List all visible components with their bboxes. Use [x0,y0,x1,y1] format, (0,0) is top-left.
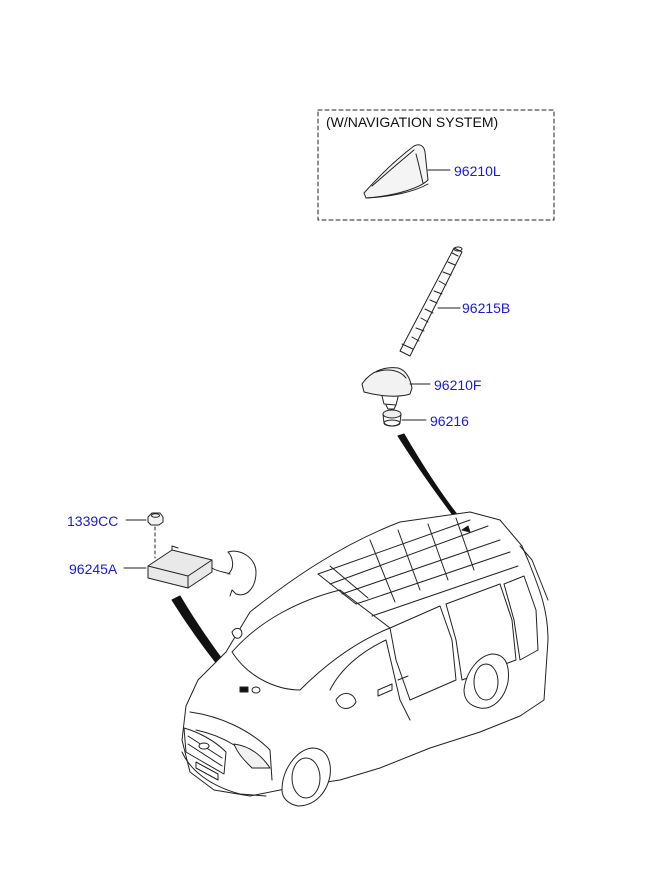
part-label-96210L[interactable]: 96210L [454,163,501,179]
part-label-96216[interactable]: 96216 [430,413,469,429]
module-drawing [147,545,257,597]
part-label-96210F[interactable]: 96210F [434,377,482,393]
grommet-drawing [382,409,402,427]
part-label-1339CC[interactable]: 1339CC [67,513,119,529]
nut-drawing [147,512,164,526]
nav-box-title: (W/NAVIGATION SYSTEM) [326,114,499,130]
van-drawing [181,511,549,807]
antenna-rod-drawing [399,246,463,357]
part-label-96245A[interactable]: 96245A [69,561,118,577]
part-label-96215B[interactable]: 96215B [462,300,511,316]
antenna-base-drawing [361,367,413,410]
nav-box-frame [317,109,555,221]
shark-fin-nav-drawing [363,144,429,199]
